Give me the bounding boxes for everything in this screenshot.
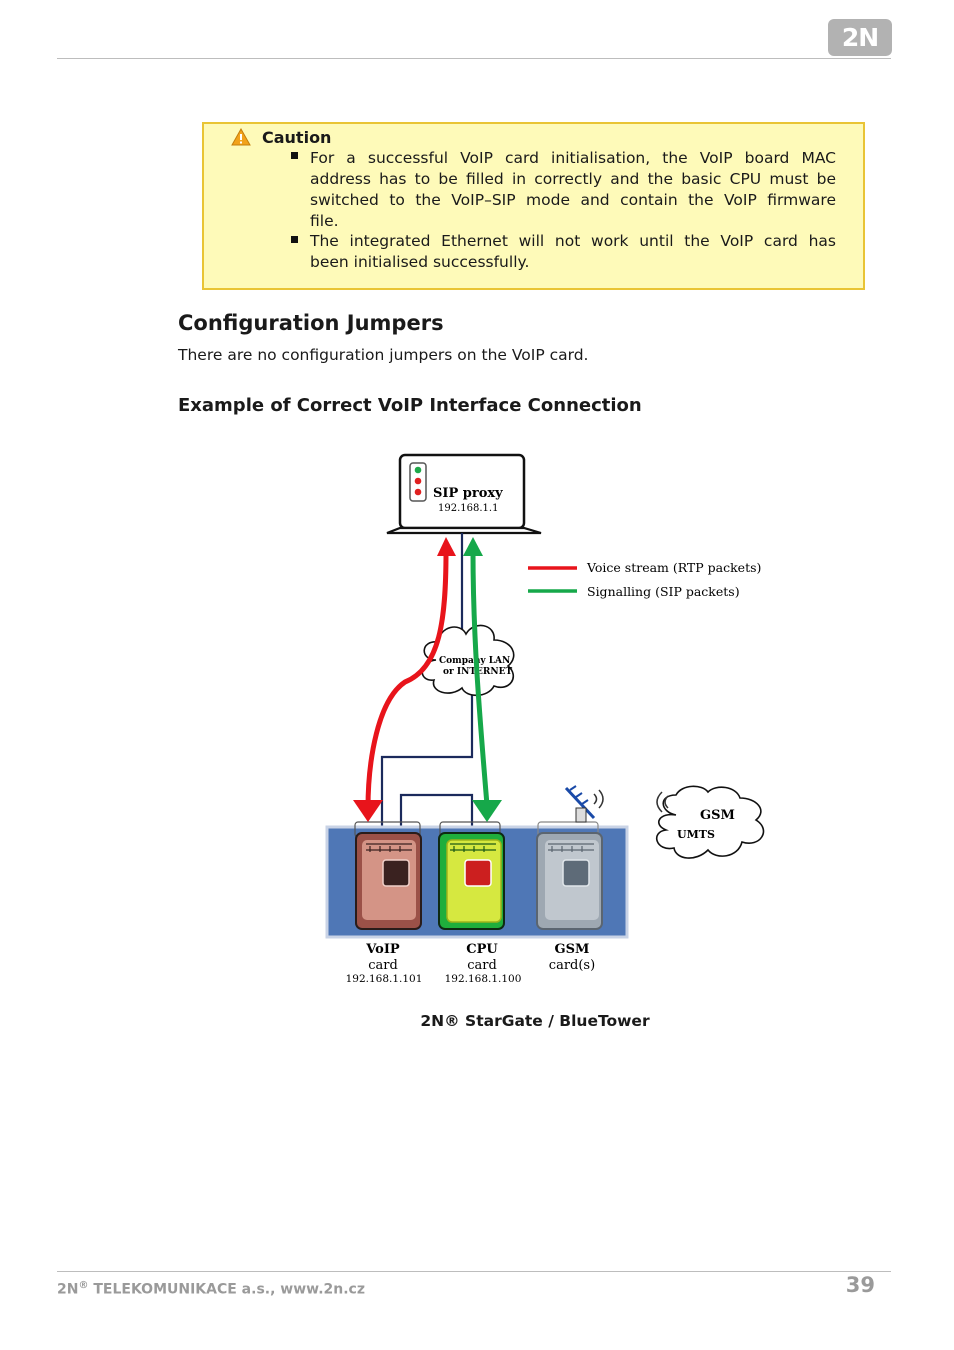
bullet-icon [291,152,298,159]
caution-title: Caution [262,128,332,147]
sip-signalling-arrow [463,537,502,822]
sip-proxy-server: SIP proxy 192.168.1.1 [386,453,542,535]
warning-icon [231,128,251,146]
footer-divider [57,1271,891,1272]
cpu-card-name: CPU [466,942,498,957]
section-paragraph: There are no configuration jumpers on th… [178,346,589,364]
voip-card-board [354,821,422,930]
header-divider [57,58,891,59]
company-lan-cloud: Company LAN or INTERNET [421,624,515,697]
legend-sip-label: Signalling (SIP packets) [587,584,740,599]
section-subtitle: Example of Correct VoIP Interface Connec… [178,395,642,416]
network-cables [380,533,474,830]
voip-card-name: VoIP [365,942,400,957]
legend-rtp-label: Voice stream (RTP packets) [586,560,761,575]
page-number: 39 [845,1273,875,1297]
cpu-card-ip: 192.168.1.100 [445,973,522,985]
section-title: Configuration Jumpers [178,311,444,335]
rtp-voice-stream-arrow [353,537,456,822]
footer-company-text: TELEKOMUNIKACE a.s., www.2n.cz [93,1281,365,1298]
caution-item-1-line-2: address has to be filled in correctly an… [310,170,836,188]
gsm-card-name: GSM [555,942,590,957]
voip-card-name-2: card [368,958,398,973]
caution-item-2-line-1: The integrated Ethernet will not work un… [310,232,836,250]
diagram-caption: 2N® StarGate / BlueTower [420,1012,650,1030]
caution-item-2-line-2: been initialised successfully. [310,253,530,271]
voip-card-ip: 192.168.1.101 [346,973,423,985]
footer-brand: 2N [57,1281,79,1298]
sip-proxy-ip: 192.168.1.1 [438,503,498,514]
2n-logo: 2N [828,19,892,56]
cpu-card-board [438,821,505,930]
caution-box [202,122,865,290]
gsm-card-name-2: card(s) [549,958,595,973]
caution-item-1-line-1: For a successful VoIP card initialisatio… [310,149,836,167]
gsm-umts-cloud: GSM UMTS [655,785,765,859]
footer-company: 2N® TELEKOMUNIKACE a.s., www.2n.cz [57,1280,365,1298]
sip-proxy-label: SIP proxy [433,486,503,501]
footer-reg-mark: ® [78,1280,89,1291]
cpu-card-name-2: card [467,958,497,973]
umts-label: UMTS [677,828,715,841]
caution-item-1-line-4: file. [310,212,339,230]
bullet-icon [291,236,298,243]
gsm-label: GSM [700,808,735,823]
antenna-icon [564,785,604,823]
diagram-legend: Voice stream (RTP packets) Signalling (S… [528,560,761,599]
caution-item-1-line-3: switched to the VoIP–SIP mode and contai… [310,191,836,209]
gsm-card-board [536,821,603,930]
